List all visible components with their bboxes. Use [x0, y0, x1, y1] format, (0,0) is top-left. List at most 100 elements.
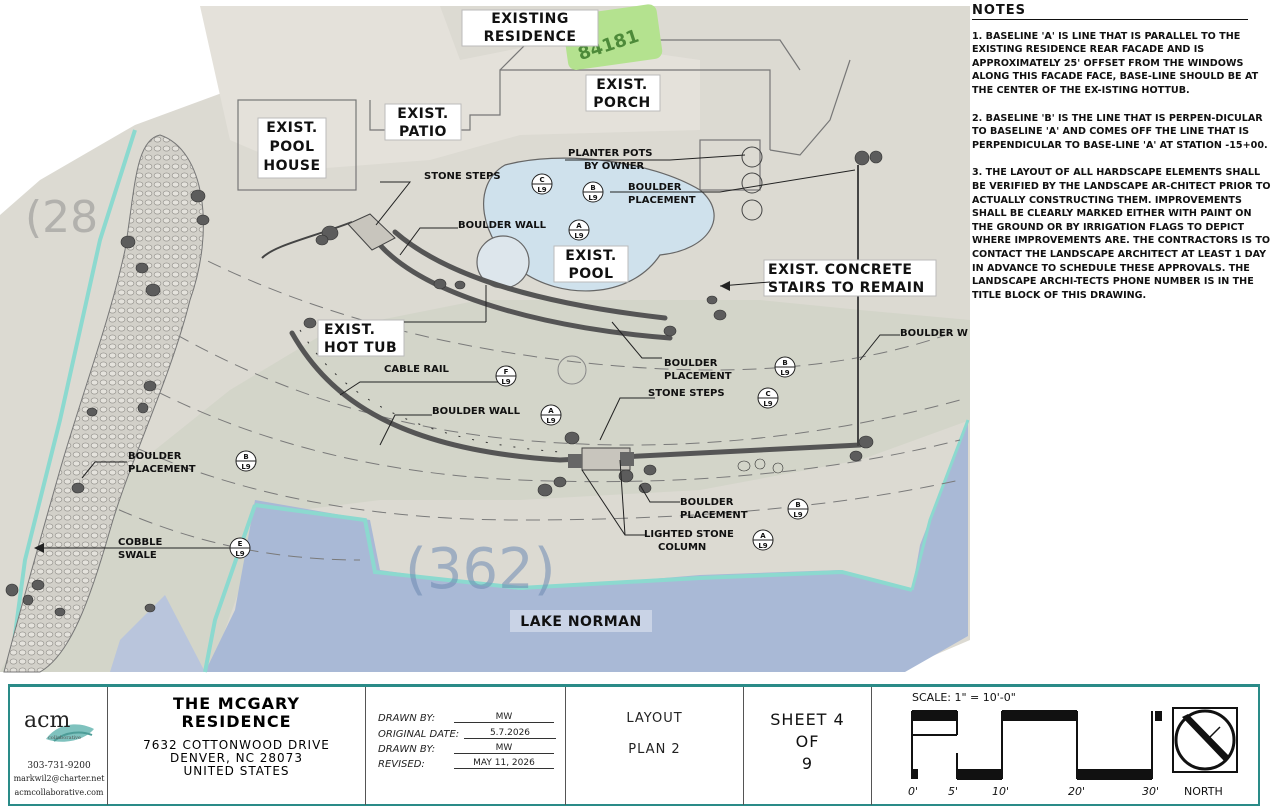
svg-text:POOL: POOL [569, 266, 614, 282]
callout-stone-steps-2: STONE STEPS [648, 388, 725, 399]
contour-label-left: (28 [25, 192, 98, 243]
callout-boulder-placement-4: BOULDER [680, 497, 734, 508]
contour-label: (362) [405, 537, 556, 602]
firm-website[interactable]: acmcollaborative.com [14, 788, 104, 797]
svg-text:RESIDENCE: RESIDENCE [484, 29, 577, 45]
svg-text:L9: L9 [758, 542, 767, 550]
svg-text:PLACEMENT: PLACEMENT [628, 195, 696, 206]
svg-text:L9: L9 [793, 511, 802, 519]
sheet-number: SHEET 4 [770, 710, 845, 729]
svg-text:B: B [590, 184, 595, 192]
north-label: NORTH [1184, 785, 1223, 798]
acm-logo-icon: acm collaborative [24, 708, 94, 742]
detail-references: CL9 BL9 AL9 BL9 FL9 CL9 AL9 BL9 BL9 AL9 … [229, 173, 809, 559]
cobble-swale [3, 134, 204, 673]
callout-cable-rail: CABLE RAIL [384, 364, 450, 375]
stone-steps [347, 213, 631, 471]
project-name: THE MCGARY RESIDENCE [172, 694, 300, 731]
project-address: 7632 COTTONWOOD DRIVE DENVER, NC 28073 U… [143, 738, 330, 778]
detail-ref-f: FL9 [495, 365, 517, 387]
revised-value: MAY 11, 2026 [454, 758, 554, 769]
svg-text:A: A [760, 532, 766, 540]
svg-text:C: C [539, 176, 544, 184]
svg-text:C: C [765, 390, 770, 398]
drawn-by-value: MW [454, 712, 554, 723]
svg-text:HOUSE: HOUSE [263, 158, 320, 174]
callout-boulder-wall-1: BOULDER WALL [458, 220, 547, 231]
planter-pots [741, 146, 763, 221]
detail-ref-b: B L9 [774, 356, 796, 378]
sheet-total: 9 [801, 754, 814, 773]
svg-text:F: F [504, 368, 509, 376]
svg-text:collaborative: collaborative [48, 735, 81, 741]
svg-text:E: E [238, 540, 243, 548]
svg-text:L9: L9 [763, 400, 772, 408]
lake-water [205, 420, 968, 672]
exist-hot-tub-label: EXIST. [324, 322, 375, 338]
original-date-value: 5.7.2026 [464, 728, 556, 739]
drawn-by-label-2: DRAWN BY: [378, 744, 436, 755]
firm-email[interactable]: markwil2@charter.net [13, 774, 105, 783]
exist-porch-label: EXIST. [596, 77, 647, 93]
firm-phone: 303-731-9200 [27, 761, 91, 771]
svg-text:SWALE: SWALE [118, 550, 157, 561]
callout-boulder-wall-3: BOULDER W [900, 328, 968, 339]
svg-text:L9: L9 [235, 550, 244, 558]
svg-text:BY OWNER: BY OWNER [584, 161, 645, 172]
detail-ref-a: A L9 [752, 529, 774, 551]
callout-planter-pots: PLANTER POTS [568, 148, 653, 159]
scale-tick-0: 0' [908, 785, 919, 798]
lake-label: LAKE NORMAN [520, 614, 641, 630]
stone-column [620, 452, 634, 466]
svg-text:PLACEMENT: PLACEMENT [680, 510, 748, 521]
firm-logo-cell: acm collaborative 303-731-9200 markwil2@… [10, 687, 108, 805]
svg-text:L9: L9 [241, 463, 250, 471]
title-block: acm collaborative 303-731-9200 markwil2@… [8, 684, 1260, 806]
area-labels: EXISTING RESIDENCE EXIST. PORCH EXIST. P… [257, 9, 937, 632]
svg-text:HOT TUB: HOT TUB [324, 340, 397, 356]
scale-tick-30: 30' [1142, 785, 1160, 798]
svg-text:acm: acm [24, 708, 70, 733]
layout-subtitle: PLAN 2 [628, 742, 681, 757]
scale-bar [911, 710, 1162, 780]
detail-ref-b: BL9 [787, 498, 809, 520]
svg-text:A: A [576, 222, 582, 230]
project-cell: THE MCGARY RESIDENCE 7632 COTTONWOOD DRI… [108, 687, 366, 805]
detail-ref-b: B L9 [582, 181, 604, 203]
layout-title: LAYOUT [626, 711, 683, 726]
boulders [5, 150, 883, 617]
exist-stairs-label: EXIST. CONCRETE [768, 262, 912, 278]
exist-pool-house-label: EXIST. [266, 120, 317, 136]
detail-ref-a: A L9 [568, 219, 590, 241]
notes-title: NOTES [972, 4, 1248, 20]
detail-ref-a: A L9 [540, 404, 562, 426]
layout-cell: LAYOUT PLAN 2 [566, 687, 744, 805]
svg-text:B: B [243, 453, 248, 461]
detail-ref-c: C L9 [757, 387, 779, 409]
sheet-cell: SHEET 4 OF 9 [744, 687, 872, 805]
svg-text:PLACEMENT: PLACEMENT [128, 464, 196, 475]
arrowheads [34, 281, 730, 553]
svg-text:POOL: POOL [270, 139, 315, 155]
svg-text:A: A [548, 407, 554, 415]
svg-text:L9: L9 [780, 369, 789, 377]
detail-ref-e: E L9 [229, 537, 251, 559]
svg-text:STAIRS TO REMAIN: STAIRS TO REMAIN [768, 280, 925, 296]
contour-lines [59, 229, 961, 561]
drawn-by-value-2: MW [454, 743, 554, 754]
callouts: PLANTER POTS BY OWNER STONE STEPS BOULDE… [118, 148, 968, 561]
drawn-by-label: DRAWN BY: [378, 713, 436, 724]
svg-text:L9: L9 [574, 232, 583, 240]
svg-text:B: B [782, 359, 787, 367]
svg-text:L9: L9 [588, 194, 597, 202]
sheet-of: OF [795, 732, 820, 751]
scale-tick-20: 20' [1068, 785, 1086, 798]
existing-residence-label: EXISTING [491, 11, 569, 27]
callout-boulder-wall-2: BOULDER WALL [432, 406, 521, 417]
svg-text:L9: L9 [546, 417, 555, 425]
callout-boulder-placement-1: BOULDER [628, 182, 682, 193]
svg-text:PORCH: PORCH [593, 95, 650, 111]
note-1: 1. BASELINE 'A' IS LINE THAT IS PARALLEL… [972, 30, 1259, 96]
detail-ref-b: B L9 [235, 450, 257, 472]
